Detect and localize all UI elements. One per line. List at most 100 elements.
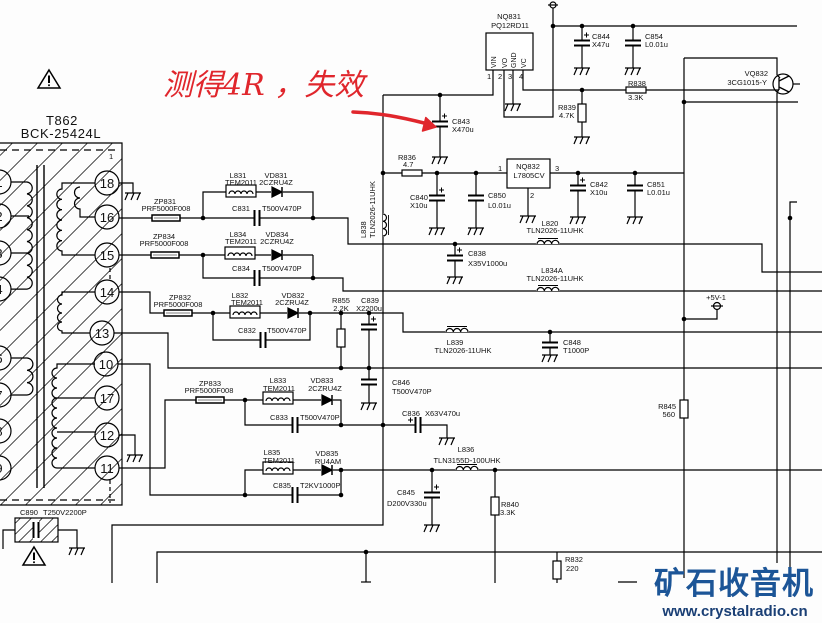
l832-value: TEM2011 (231, 298, 263, 307)
l836-value: TLN3155D-100UHK (433, 456, 500, 465)
hatch-line (0, 383, 123, 506)
c835-value: T2KV1000P (300, 481, 340, 490)
pin-circle (0, 382, 12, 408)
pin-circle (0, 345, 12, 371)
capacitor-c850 (466, 194, 486, 202)
diode-vd831 (270, 185, 284, 199)
pin-circle (0, 203, 12, 229)
l834-value: TEM2011 (225, 237, 257, 246)
ground-symbol (428, 227, 446, 236)
ground-symbol (573, 67, 591, 76)
c834-value: T500V470P (262, 264, 302, 273)
c842-value: X10u (590, 188, 608, 197)
resistor-r840 (490, 496, 500, 516)
watermark-url: www.crystalradio.cn (661, 603, 807, 620)
vd831-value: 2CZRU4Z (259, 178, 293, 187)
c844-ref: C844 (592, 32, 610, 41)
primary-winding-2 (11, 357, 34, 396)
resistor-r839 (577, 103, 587, 123)
c842-ref: C842 (590, 180, 608, 189)
test-point-5v: +5V-1 (706, 293, 726, 311)
zp833-ref: ZP833 (199, 379, 221, 388)
nq832-ref: NQ832 (516, 162, 540, 171)
wire (119, 182, 134, 193)
junction-dot (307, 310, 313, 316)
pin-number: 14 (100, 285, 114, 300)
junction-dot (550, 23, 556, 29)
junction-dot (242, 492, 248, 498)
hatch-line (0, 258, 123, 381)
fuse-zp831 (151, 214, 181, 222)
secondary-winding-b (56, 291, 95, 334)
c850-value: L0.01u (488, 201, 511, 210)
c836-value: X63V470u (425, 409, 460, 418)
junction-dot (452, 241, 458, 247)
wire (58, 529, 78, 548)
hatch-line (25, 408, 123, 506)
c832-value: T500V470P (267, 326, 307, 335)
secondary-winding-inner (73, 186, 95, 218)
wire (313, 277, 822, 292)
wire (789, 201, 797, 575)
pin-number: 11 (100, 461, 114, 476)
junction-dot (429, 467, 435, 473)
transformer-t862: 1 2 3 4 6 7 8 9 18 16 15 14 13 10 17 12 … (0, 113, 123, 506)
hatch-line (0, 208, 123, 331)
junction-dot (200, 215, 206, 221)
l835-value: TEM2011 (263, 456, 295, 465)
nq832-part: L7805CV (513, 171, 544, 180)
wire (119, 399, 342, 469)
r838-ref: R838 (628, 79, 646, 88)
hatch-line (0, 142, 13, 156)
nq831-pin-name: GND (511, 52, 518, 68)
hatch-line (100, 483, 123, 506)
junction-dot (380, 422, 386, 428)
zp834-ref: ZP834 (153, 232, 175, 241)
wire (503, 8, 554, 118)
junction-dot (473, 170, 479, 176)
diode-vd833 (320, 393, 334, 407)
ic-body (506, 158, 551, 189)
l834-ref: L834 (230, 230, 247, 239)
l839-ref: L839 (447, 338, 464, 347)
fuse-zp834 (150, 251, 180, 259)
pin-number: 8 (0, 424, 3, 439)
resistor-r836 (401, 169, 423, 177)
hatch-line (50, 433, 123, 506)
annotation-text: 测得4R ，失效 (163, 68, 368, 103)
diode-vd834 (270, 248, 284, 262)
ground-symbol (467, 227, 485, 236)
inductor-l838 (382, 212, 391, 238)
junction-dot (338, 422, 344, 428)
zp832-ref: ZP832 (169, 293, 191, 302)
vd833-value: 2CZRU4Z (308, 384, 342, 393)
junction-dot (434, 170, 440, 176)
secondary-winding-a (56, 182, 95, 256)
warning-triangle-icon (36, 68, 62, 89)
wire (2, 529, 15, 549)
r836-value: 4.7 (403, 160, 413, 169)
inductor-l832 (229, 305, 261, 319)
pin-circle (94, 385, 120, 411)
junction-dot (242, 397, 248, 403)
pin-number: 3 (0, 246, 3, 261)
vd835-value: RU4AM (315, 457, 341, 466)
wire (202, 191, 314, 218)
capacitor-c890-box (14, 517, 59, 543)
secondary-winding-c (51, 363, 95, 469)
capacitor-c890 (32, 520, 40, 540)
l838-ref: L838 (359, 221, 368, 238)
diode-vd832 (286, 306, 300, 320)
wire (244, 400, 448, 438)
zp832-value: PRF5000F008 (154, 300, 203, 309)
c834-ref: C834 (232, 264, 250, 273)
failure-annotation: 测得4R ，失效 (163, 68, 437, 132)
junction-dot (492, 467, 498, 473)
pin-number: 16 (100, 210, 114, 225)
c838-value: X35V1000u (468, 259, 507, 268)
pin-number: 9 (0, 461, 3, 476)
transformer-outline (0, 142, 123, 506)
pin-number: 2 (0, 209, 3, 224)
capacitor-c831 (253, 208, 261, 228)
vd834-value: 2CZRU4Z (260, 237, 294, 246)
